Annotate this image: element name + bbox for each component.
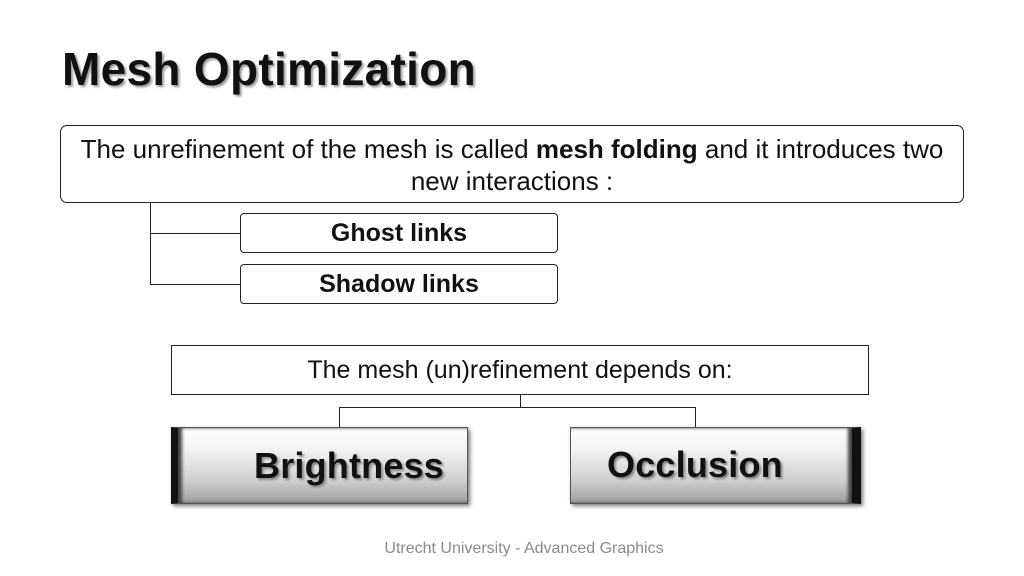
intro-bold-term: mesh folding: [535, 134, 698, 164]
connector-brightness: [339, 407, 340, 428]
brightness-block: Brightness: [171, 427, 468, 504]
connector-shadow-links: [150, 284, 240, 285]
connector-depends-stem: [520, 395, 521, 407]
connector-ghost-links: [150, 233, 240, 234]
connector-intro-trunk: [150, 203, 151, 284]
intro-text-before: The unrefinement of the mesh is called: [80, 134, 536, 164]
occlusion-block: Occlusion: [570, 427, 861, 504]
connector-factors-bar: [339, 407, 696, 408]
intro-text-after: and it introduces two new interactions :: [410, 134, 944, 196]
ghost-links-box: Ghost links: [240, 213, 558, 253]
depends-box: The mesh (un)refinement depends on:: [171, 345, 869, 395]
slide-footer: Utrecht University - Advanced Graphics: [384, 540, 664, 557]
shadow-links-box: Shadow links: [240, 264, 558, 304]
connector-occlusion: [695, 407, 696, 428]
slide-title: Mesh Optimization: [62, 43, 477, 95]
intro-box: The unrefinement of the mesh is called m…: [60, 125, 964, 203]
